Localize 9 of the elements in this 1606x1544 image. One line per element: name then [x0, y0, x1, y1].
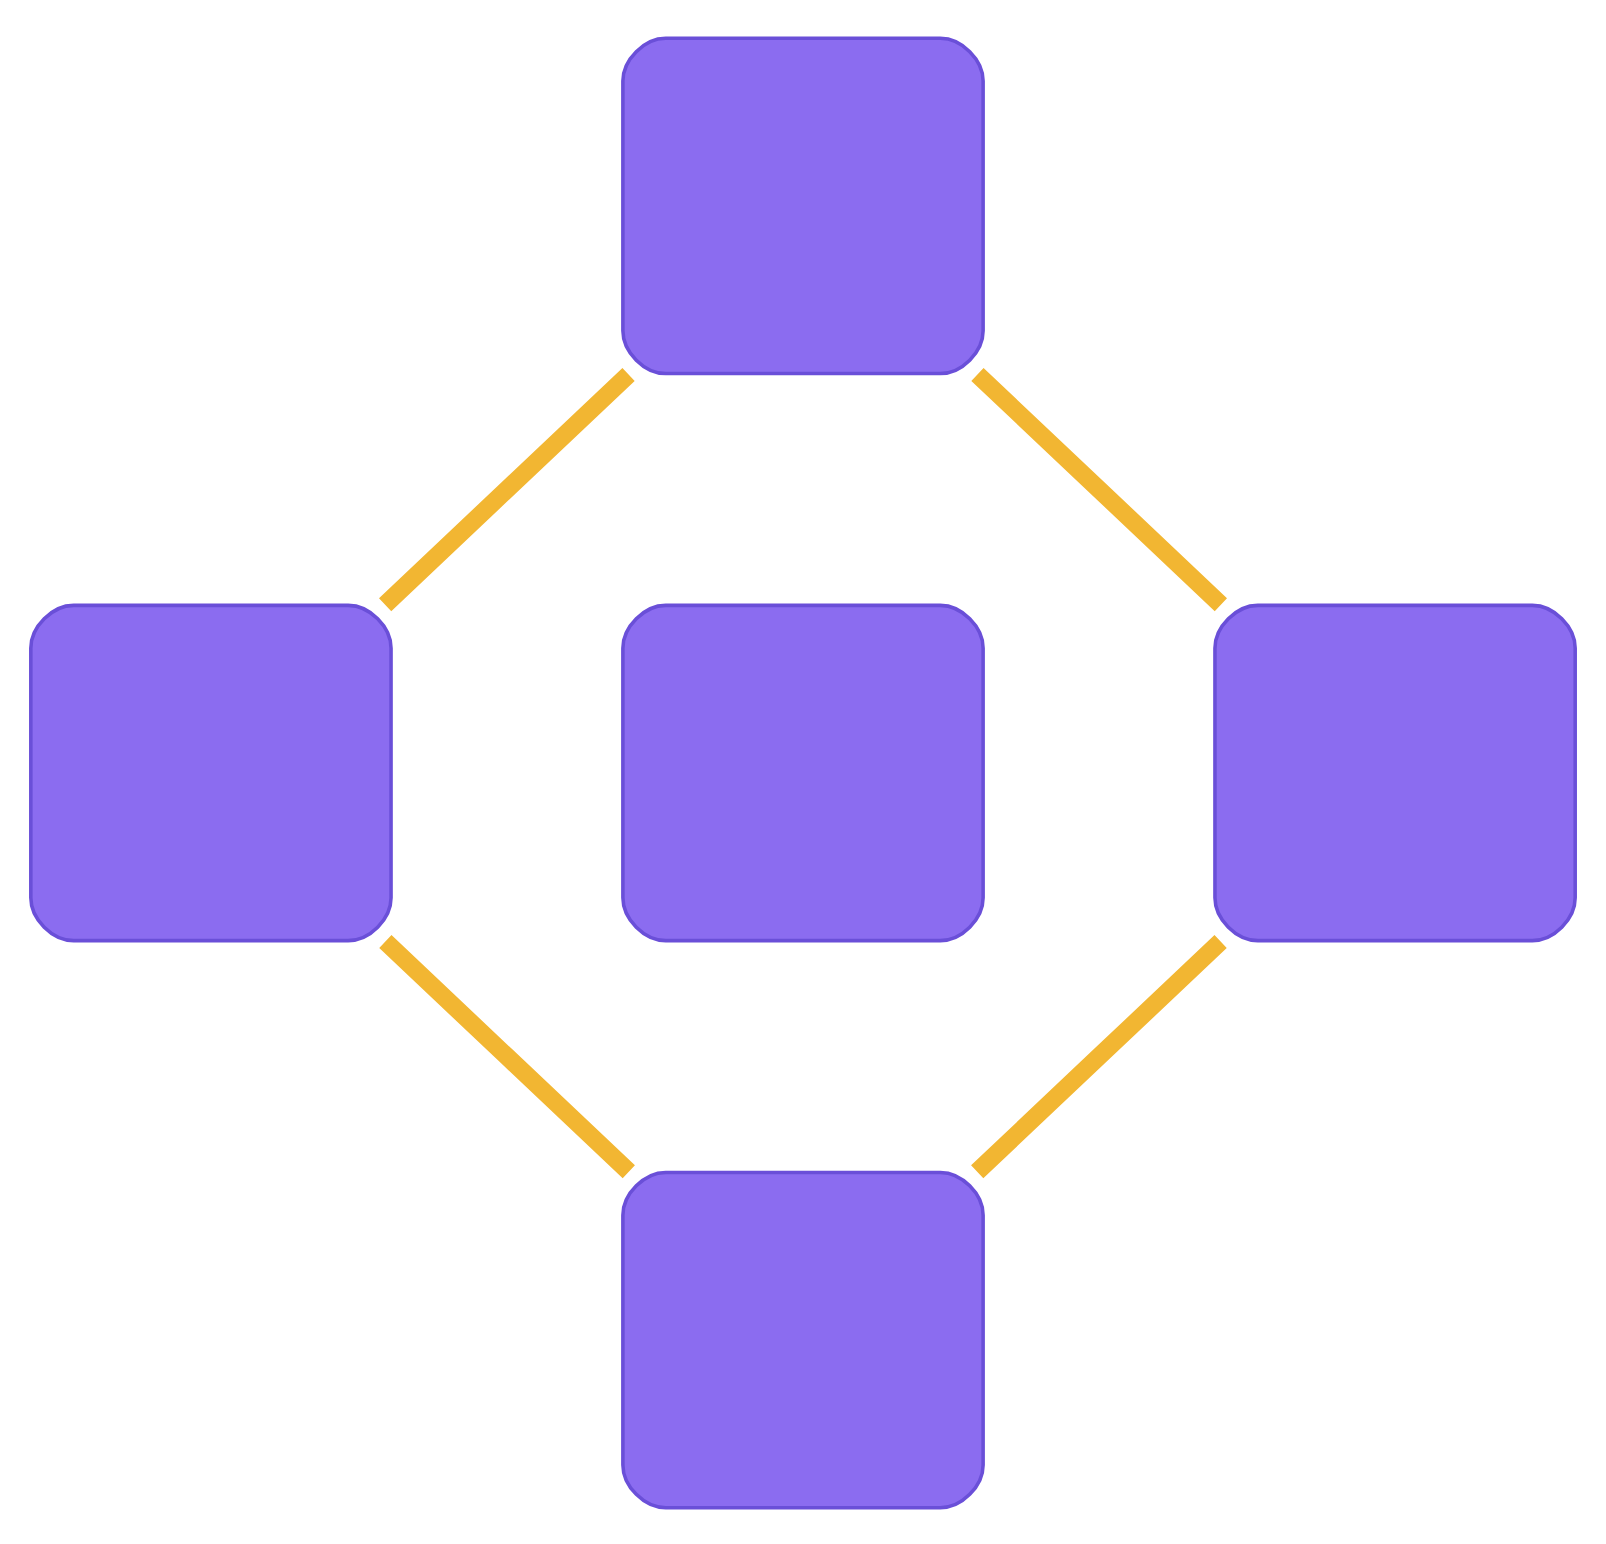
node-box — [1213, 602, 1577, 942]
node-box — [621, 1169, 985, 1509]
node-box — [621, 602, 985, 942]
connector — [971, 934, 1227, 1178]
connector — [379, 934, 635, 1178]
node-box — [621, 35, 985, 375]
connector — [971, 367, 1227, 611]
node-box — [29, 602, 393, 942]
connector — [379, 367, 635, 611]
